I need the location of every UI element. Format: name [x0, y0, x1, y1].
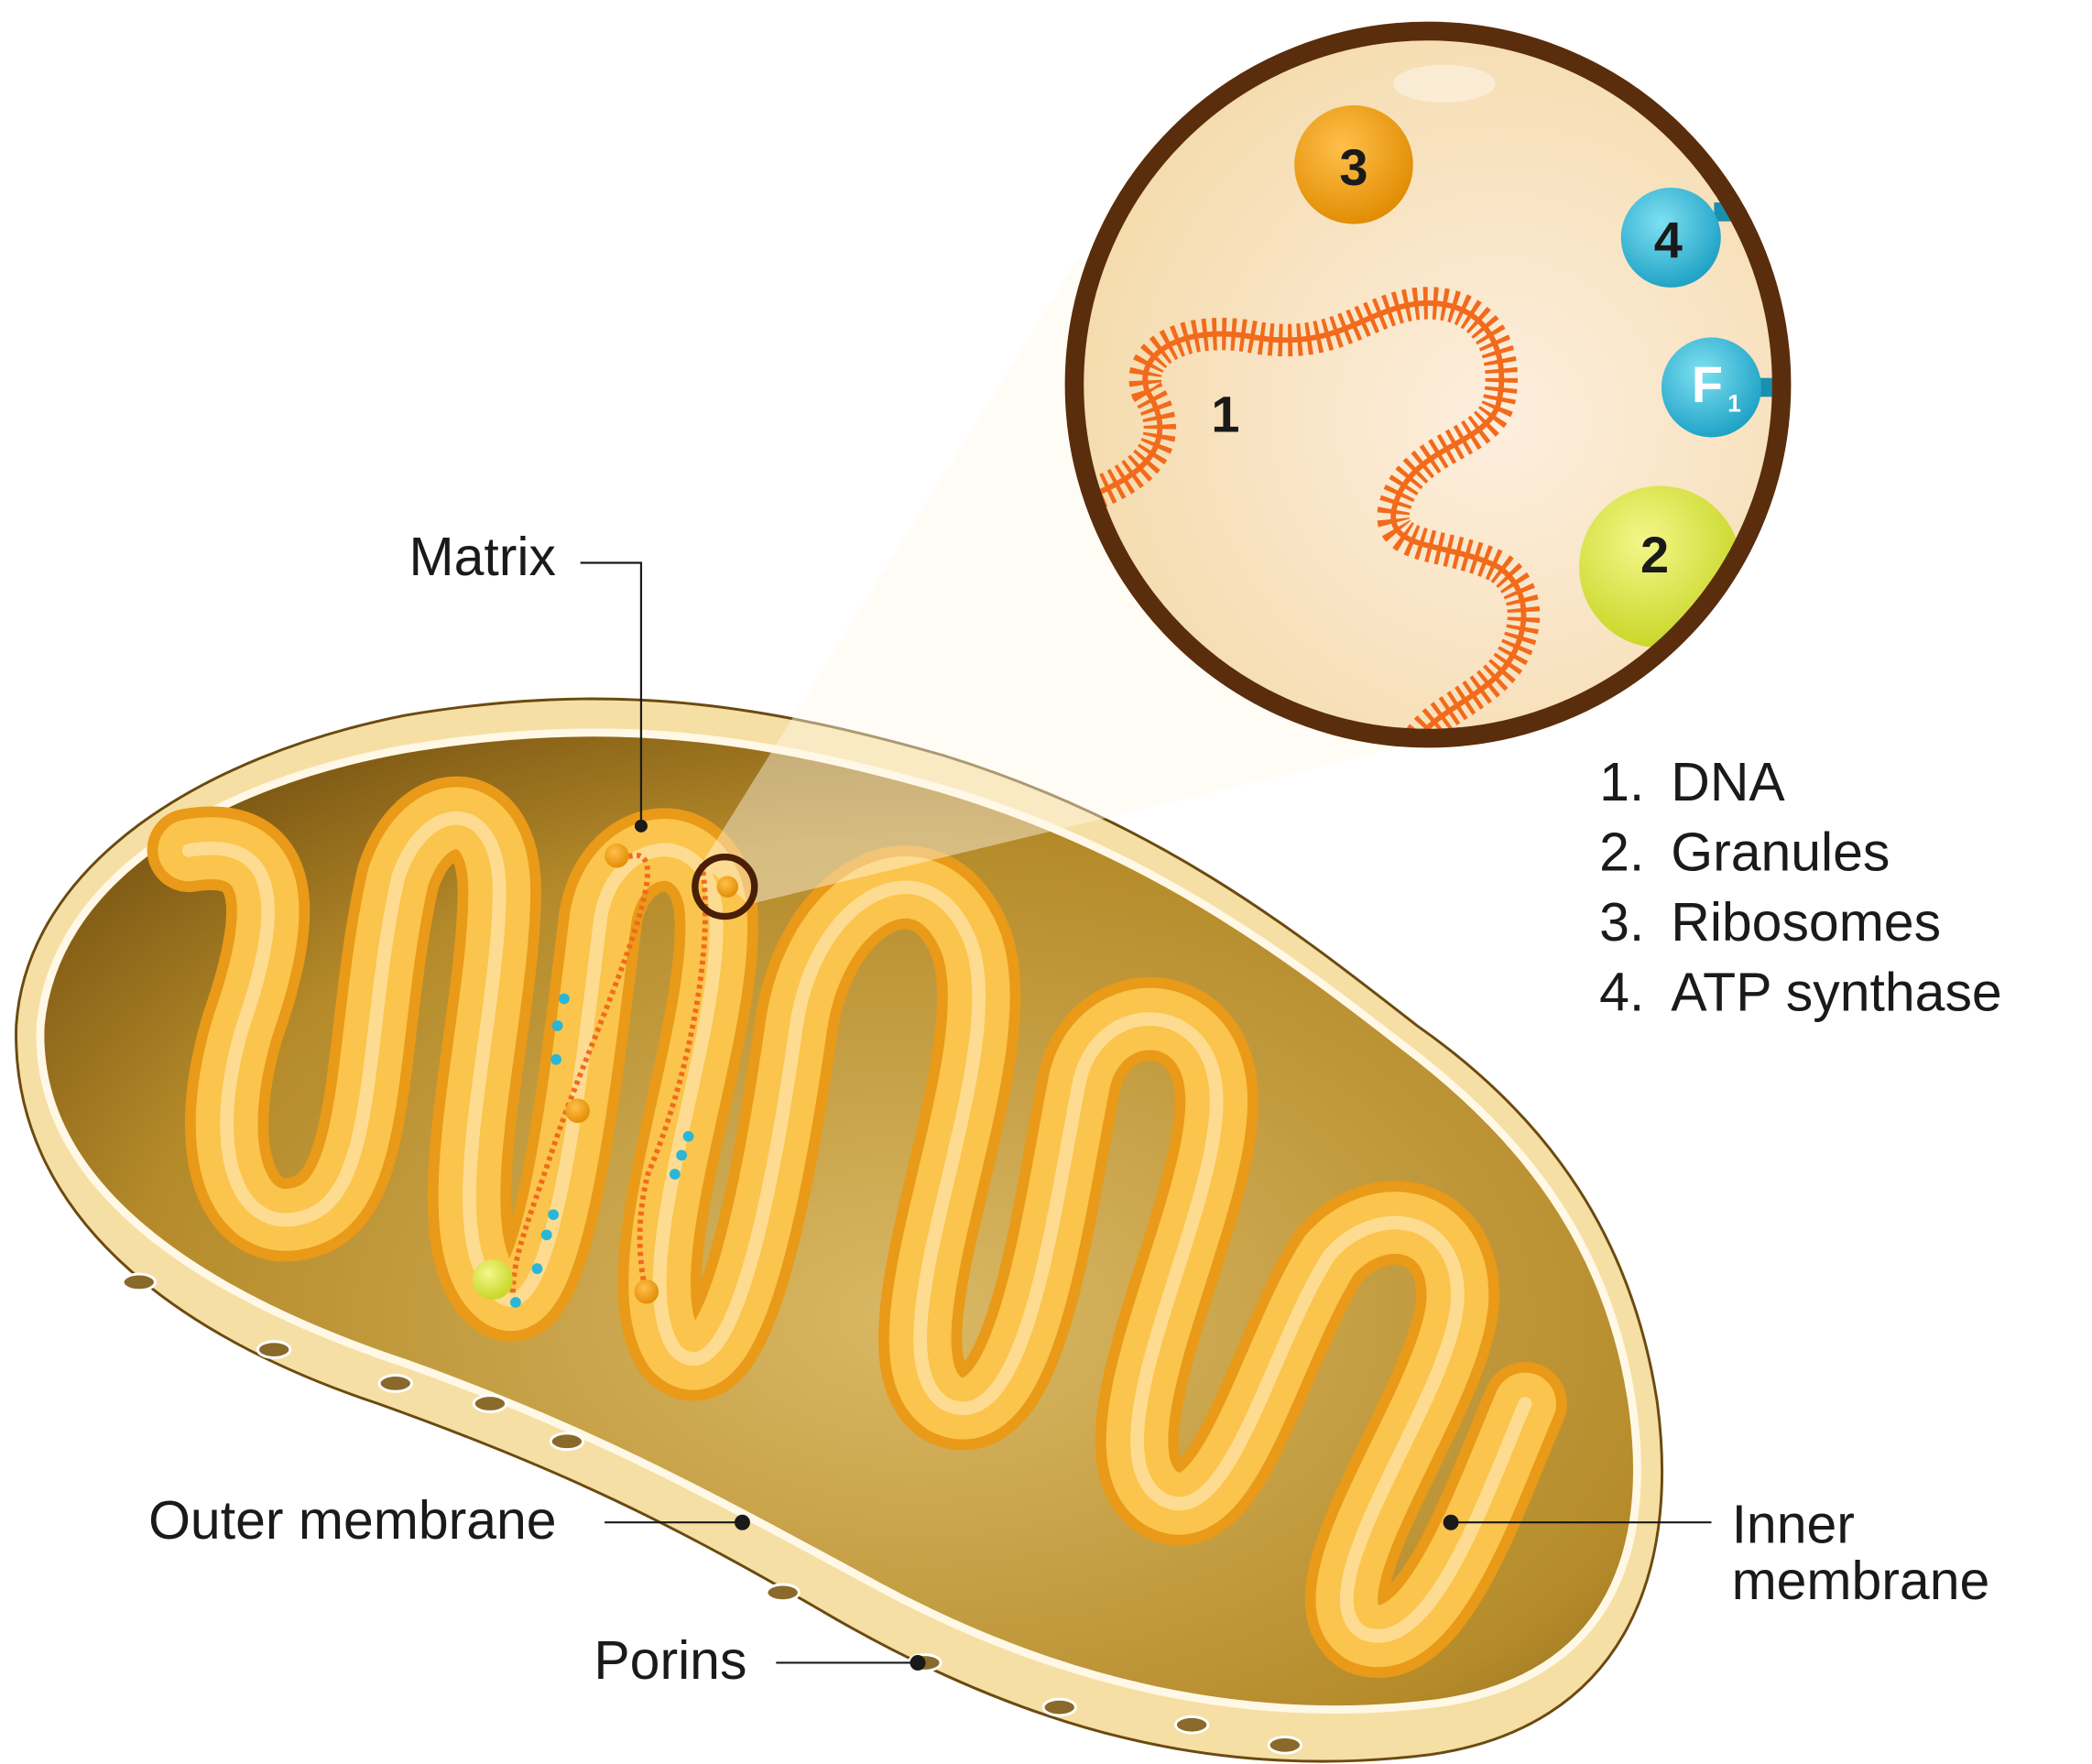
label-inner-membrane-line2: membrane	[1732, 1552, 1990, 1611]
label-porins: Porins	[594, 1631, 746, 1691]
matrix-contents	[472, 844, 708, 1308]
f1-unit	[1661, 337, 1761, 438]
f1-subscript: 1	[1727, 389, 1741, 417]
legend: 1. DNA 2. Granules 3. Ribosomes 4. ATP s…	[1599, 753, 2002, 1023]
cristae-shine	[181, 811, 1532, 1643]
legend-text: ATP synthase	[1671, 964, 2001, 1023]
ribosome-marker: 3	[1339, 138, 1367, 196]
label-outer-membrane: Outer membrane	[148, 1491, 557, 1551]
legend-num: 1.	[1599, 753, 1644, 812]
zoom-cone	[702, 256, 1431, 905]
granule-marker: 2	[1640, 526, 1669, 583]
atp-synthase-marker: 4	[1654, 211, 1683, 268]
legend-num: 3.	[1599, 893, 1644, 953]
legend-text: Granules	[1671, 822, 1890, 882]
legend-num: 4.	[1599, 964, 1644, 1023]
dna-marker: 1	[1211, 386, 1239, 443]
magnified-inset: 1 2 3 4 F 1	[1064, 21, 1792, 748]
legend-text: Ribosomes	[1671, 893, 1941, 953]
ribosome	[1294, 104, 1413, 224]
inset-border	[1064, 21, 1792, 748]
label-matrix: Matrix	[409, 528, 555, 587]
leader-lines	[580, 561, 1712, 1671]
atp-synthase	[1620, 187, 1721, 288]
label-inner-membrane-line1: Inner	[1732, 1495, 1855, 1554]
zoom-source-circle	[692, 854, 758, 920]
f1-marker: F	[1692, 355, 1723, 413]
legend-num: 2.	[1599, 822, 1644, 882]
legend-text: DNA	[1671, 753, 1785, 812]
